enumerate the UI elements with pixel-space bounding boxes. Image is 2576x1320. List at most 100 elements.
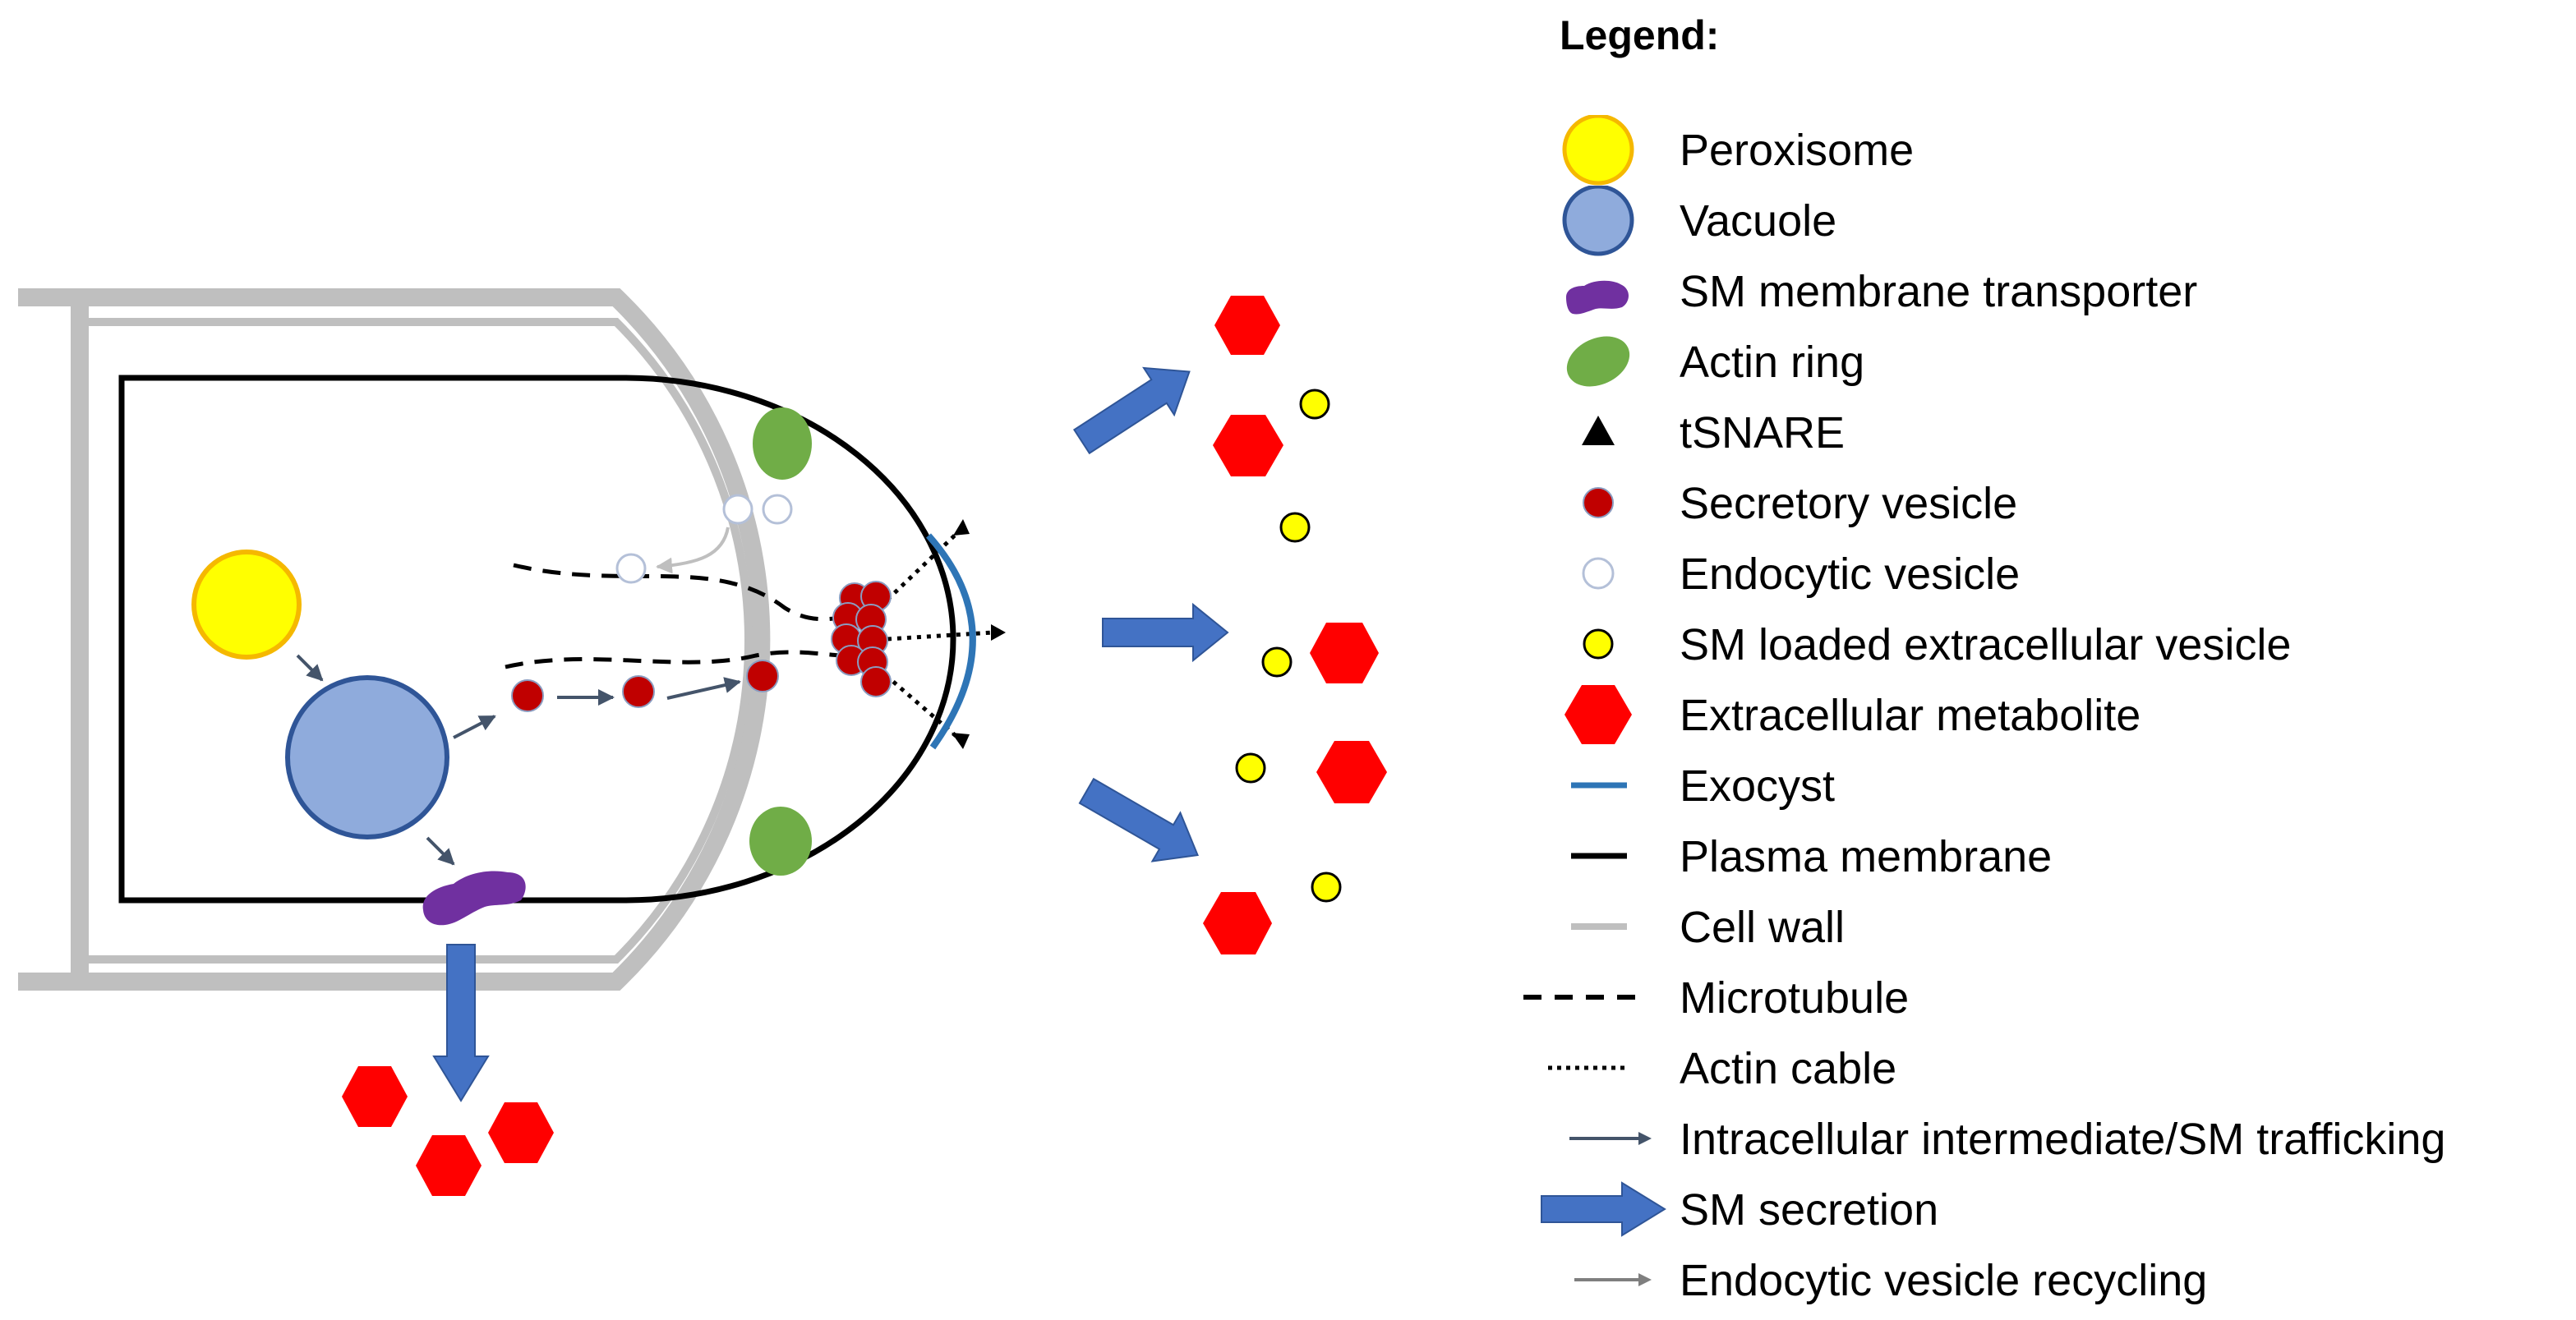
trafficking-arrow-icon — [1569, 1132, 1652, 1145]
legend-item-sm-loaded-extracellular-vesicle: SM loaded extracellular vesicle — [1520, 609, 2576, 680]
legend-label: Peroxisome — [1680, 126, 1915, 175]
recycling-arrow-icon — [1574, 1273, 1652, 1286]
legend-label: Extracellular metabolite — [1680, 691, 2141, 740]
tsnare-middle — [991, 624, 1006, 641]
sm-loaded-extracellular-vesicles — [1235, 389, 1342, 903]
legend-label: Microtubule — [1680, 973, 1910, 1023]
arrow-vesicle-2-to-3 — [666, 677, 741, 700]
secretory-vesicle-2 — [622, 675, 655, 708]
actin-cable-icon — [1548, 1065, 1629, 1070]
legend-label: Intracellular intermediate/SM traffickin… — [1680, 1115, 2446, 1164]
secretion-arrow-upper-right — [1072, 366, 1191, 455]
legend-item-sm-membrane-transporter: SM membrane transporter — [1520, 256, 2576, 327]
arrow-vacuole-to-vesicle — [453, 715, 496, 739]
legend-title: Legend: — [1560, 12, 1720, 58]
actin-ring-bottom — [749, 807, 812, 876]
secretory-vesicle-icon — [1583, 487, 1614, 518]
extracellular-metabolites — [342, 296, 1387, 1196]
intracellular-trafficking-arrows — [296, 654, 741, 866]
legend-label: SM secretion — [1680, 1185, 1939, 1235]
legend-label: Actin cable — [1680, 1044, 1897, 1093]
vacuole-icon — [1562, 186, 1634, 256]
microtubule-upper — [513, 563, 859, 622]
actin-ring-icon — [1566, 336, 1630, 387]
cell-wall-inner — [82, 318, 753, 964]
cell-wall — [18, 288, 771, 991]
arrow-vacuole-to-transporter — [426, 836, 455, 866]
legend-label: SM membrane transporter — [1680, 267, 2198, 316]
legend-label: Plasma membrane — [1680, 832, 2053, 881]
actin-cable-upper — [886, 529, 961, 601]
extracellular-vesicle — [1235, 752, 1266, 784]
cluster-vesicle — [860, 666, 892, 697]
secretory-vesicle-cluster — [831, 581, 892, 697]
legend-label: Vacuole — [1680, 196, 1837, 246]
legend-item-endocytic-vesicle-recycling: Endocytic vesicle recycling — [1520, 1245, 2576, 1316]
extracellular-vesicle — [1299, 389, 1330, 420]
legend-item-sm-secretion: SM secretion — [1520, 1175, 2576, 1245]
secretion-arrow-right — [1102, 602, 1229, 663]
tsnare-upper — [953, 519, 970, 536]
secretion-arrow-icon — [1541, 1181, 1666, 1237]
endocytic-vesicle-icon — [1582, 557, 1615, 590]
legend-label: Endocytic vesicle — [1680, 550, 2021, 599]
extracellular-metabolite — [488, 1102, 554, 1163]
secretory-vesicle-1 — [511, 679, 544, 712]
extracellular-metabolite — [1203, 892, 1272, 954]
sm-membrane-transporter — [422, 871, 526, 926]
legend-label: Actin ring — [1680, 338, 1865, 387]
endocytic-vesicle-1 — [722, 494, 753, 525]
metabolite-icon — [1564, 685, 1632, 744]
legend-item-endocytic-vesicle: Endocytic vesicle — [1520, 539, 2576, 609]
legend-item-tsnare: tSNARE — [1520, 398, 2576, 468]
microtubule-icon — [1523, 995, 1643, 1000]
extracellular-metabolite — [1214, 296, 1280, 355]
legend-label: Exocyst — [1680, 761, 1836, 811]
legend-label: Cell wall — [1680, 903, 1846, 952]
endocytic-recycling-arrow — [656, 527, 730, 574]
legend-item-intracellular-trafficking: Intracellular intermediate/SM traffickin… — [1520, 1104, 2576, 1175]
tsnare-icon — [1582, 416, 1615, 445]
legend-label: tSNARE — [1680, 408, 1846, 458]
extracellular-vesicle-icon — [1583, 628, 1614, 660]
extracellular-metabolite — [342, 1066, 408, 1127]
legend-item-exocyst: Exocyst — [1520, 751, 2576, 821]
extracellular-vesicle — [1279, 512, 1311, 543]
legend-item-microtubule: Microtubule — [1520, 963, 2576, 1033]
sm-secretion-arrows — [432, 366, 1229, 1102]
legend-item-peroxisome: Peroxisome — [1520, 115, 2576, 186]
exocyst-icon — [1571, 782, 1627, 789]
legend-item-plasma-membrane: Plasma membrane — [1520, 821, 2576, 892]
legend-item-actin-ring: Actin ring — [1520, 327, 2576, 398]
plasma-membrane-icon — [1571, 853, 1627, 859]
legend-item-cell-wall: Cell wall — [1520, 892, 2576, 963]
extracellular-metabolite — [1213, 415, 1283, 476]
extracellular-vesicle — [1261, 646, 1293, 678]
extracellular-metabolite — [1310, 623, 1379, 683]
cell-wall-icon — [1571, 923, 1627, 930]
arrow-peroxisome-to-vacuole — [296, 654, 324, 682]
tsnare-lower — [952, 733, 970, 749]
legend-label: SM loaded extracellular vesicle — [1680, 620, 2292, 669]
peroxisome-icon — [1562, 115, 1634, 186]
legend-item-vacuole: Vacuole — [1520, 186, 2576, 256]
vacuole — [285, 675, 449, 839]
secretion-arrow-lower-right — [1078, 777, 1199, 862]
microtubule-lower — [505, 650, 855, 669]
extracellular-vesicle — [1311, 872, 1342, 903]
legend-item-extracellular-metabolite: Extracellular metabolite — [1520, 680, 2576, 751]
exocyst — [926, 533, 976, 750]
legend-item-secretory-vesicle: Secretory vesicle — [1520, 468, 2576, 539]
cell-wall-outer — [18, 288, 771, 991]
transporter-icon — [1566, 280, 1629, 315]
peroxisome — [191, 550, 302, 660]
actin-cable-middle — [887, 630, 993, 642]
endocytic-vesicle-2 — [762, 494, 793, 525]
legend-item-actin-cable: Actin cable — [1520, 1033, 2576, 1104]
cell-wall-septum — [71, 306, 89, 976]
legend-label: Endocytic vesicle recycling — [1680, 1256, 2208, 1305]
cell-diagram — [18, 288, 1387, 1196]
extracellular-metabolite — [416, 1135, 482, 1196]
actin-ring-top — [753, 407, 812, 480]
legend-label: Secretory vesicle — [1680, 479, 2018, 528]
